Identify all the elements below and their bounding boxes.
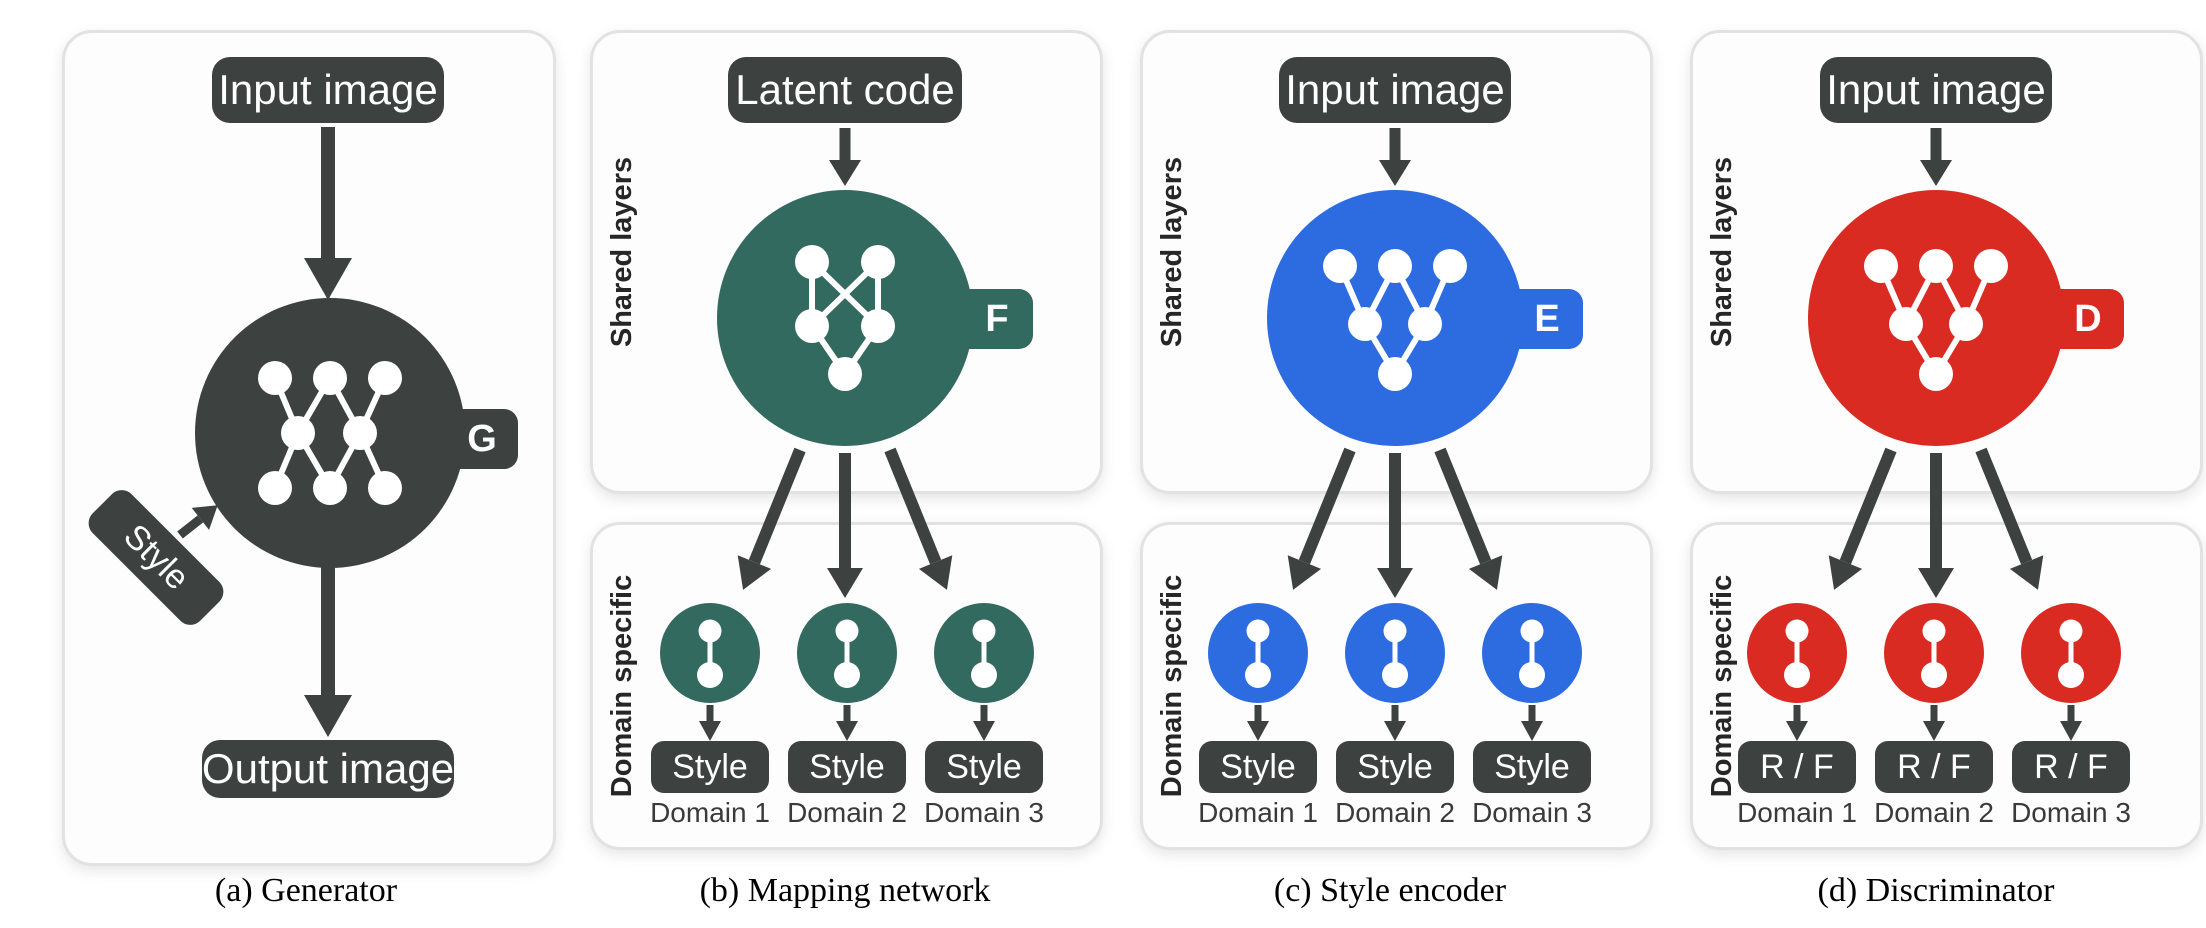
generator-letter: G [467,418,497,460]
arrow-input-to-encoder-icon [1379,128,1411,186]
caption-encoder: (c) Style encoder [1273,872,1507,909]
arrow-to-style-2-icon [836,705,858,741]
encoder-small-node-icons [1245,619,1545,688]
arrow-to-rf-2-icon [1923,705,1945,741]
rf-output-pill: R / F [2012,741,2130,793]
domain-3-label: Domain 3 [1472,797,1592,828]
arrow-fan-left-icon [1828,447,1897,590]
arrow-fan-mid-icon [1918,453,1954,598]
arrow-fan-mid-icon [827,453,863,598]
arrow-latent-to-mapping-icon [829,128,861,186]
generator-shapes [177,127,518,737]
domain-1-label: Domain 1 [1198,797,1318,828]
arrow-input-to-generator-icon [304,127,352,300]
domain-specific-label: Domain specific [1156,574,1188,798]
caption-generator: (a) Generator [214,872,398,909]
mapping-small-node-icons [697,619,997,688]
encoder-letter: E [1534,298,1560,340]
arrow-fan-right-icon [1975,447,2044,590]
arrow-to-rf-3-icon [2060,705,2082,741]
rf-output-pill: R / F [1875,741,1993,793]
style-output-pill: Style [788,741,906,793]
domain-1-label: Domain 1 [1737,797,1857,828]
shared-layers-label: Shared layers [1156,156,1188,348]
mapping-shapes [660,190,1034,703]
discriminator-small-node-icons [1784,619,2084,688]
arrow-to-rf-1-icon [1786,705,1808,741]
rf-output-pill: R / F [1738,741,1856,793]
domain-3-label: Domain 3 [924,797,1044,828]
arrow-to-style-3-icon [1521,705,1543,741]
domain-2-label: Domain 2 [787,797,907,828]
discriminator-circle [1808,190,2064,446]
style-output-pill: Style [1473,741,1591,793]
input-image-pill: Input image [1279,57,1511,123]
arrow-to-style-1-icon [699,705,721,741]
caption-discriminator: (d) Discriminator [1817,872,2055,909]
shared-layers-label: Shared layers [606,156,638,348]
mapping-network-icon [795,245,895,391]
discriminator-network-icon [1864,249,2008,391]
domain-3-label: Domain 3 [2011,797,2131,828]
encoder-arrows [1247,128,1543,741]
latent-code-pill: Latent code [728,57,962,123]
encoder-network-icon [1323,249,1467,391]
arrow-to-style-3-icon [973,705,995,741]
arrow-fan-right-icon [1434,447,1503,590]
generator-network-icon [258,361,402,505]
style-output-pill: Style [925,741,1043,793]
style-output-pill: Style [651,741,769,793]
style-output-pill: Style [1199,741,1317,793]
domain-specific-label: Domain specific [606,574,638,798]
discriminator-arrows [1786,128,2082,741]
caption-mapping: (b) Mapping network [699,872,991,909]
input-image-pill: Input image [1820,57,2052,123]
arrow-fan-left-icon [737,447,806,590]
encoder-circle [1267,190,1523,446]
arrow-fan-mid-icon [1377,453,1413,598]
arrow-to-style-1-icon [1247,705,1269,741]
input-image-pill: Input image [212,57,444,123]
arrow-fan-left-icon [1287,447,1356,590]
generator-circle [195,298,465,568]
mapping-letter: F [985,298,1009,340]
shared-layers-label: Shared layers [1706,156,1738,348]
style-output-pill: Style [1336,741,1454,793]
arrow-generator-to-output-icon [304,567,352,737]
domain-2-label: Domain 2 [1874,797,1994,828]
domain-2-label: Domain 2 [1335,797,1455,828]
arrow-to-style-2-icon [1384,705,1406,741]
domain-1-label: Domain 1 [650,797,770,828]
arrow-style-to-generator-icon [177,505,218,539]
mapping-arrows [699,128,995,741]
mapping-circle [717,190,973,446]
domain-specific-label: Domain specific [1706,574,1738,798]
discriminator-letter: D [2074,298,2102,340]
arrow-fan-right-icon [884,447,953,590]
arrow-input-to-discriminator-icon [1920,128,1952,186]
output-image-pill: Output image [202,740,454,798]
